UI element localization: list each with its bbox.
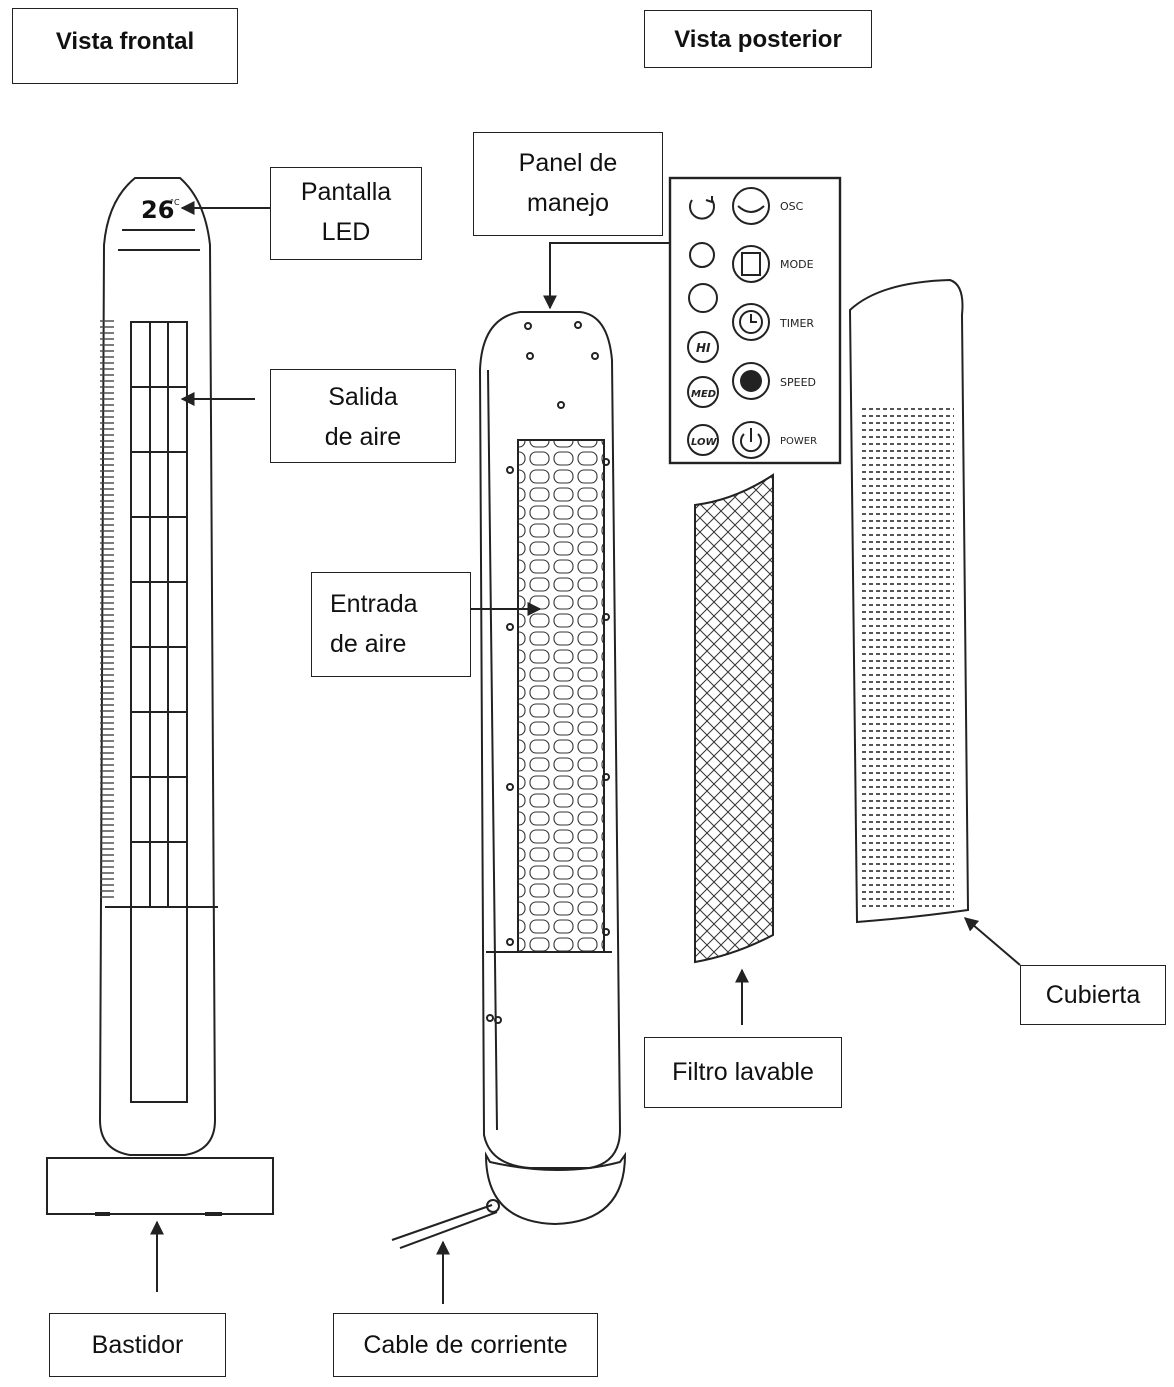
led-display-reading: 26 (141, 196, 174, 224)
med-icon (687, 376, 719, 408)
control-panel-label: Panel de manejo (473, 132, 663, 236)
timer-label: TIMER (779, 317, 814, 330)
cover-panel (848, 278, 970, 924)
fan-speed-icon (740, 370, 762, 392)
med-label: MED (691, 389, 716, 400)
air-outlet-label-line-2: de aire (324, 423, 402, 451)
low-label: LOW (691, 437, 718, 448)
power-label: POWER (780, 436, 817, 447)
mode-icon (741, 252, 761, 276)
control-panel-box: OSC MODE TIMER SPEED POWER HI MED LOW (668, 176, 842, 465)
osc-arrow-icon (737, 205, 765, 213)
front-tower (46, 177, 274, 1216)
led-display-label-line-2: LED (321, 218, 371, 246)
air-outlet-label-line-1: Salida (328, 383, 398, 411)
leader-arrows (150, 201, 1021, 1304)
washable-filter-mesh (694, 473, 774, 964)
sleep-icon (689, 242, 715, 268)
osc-label: OSC (780, 200, 804, 213)
air-outlet-label: Salida de aire (270, 369, 456, 463)
low-icon (687, 424, 719, 456)
led-display-unit: °C (170, 198, 180, 207)
oscillation-icon (689, 199, 715, 220)
hi-label: HI (696, 341, 711, 355)
speed-label: SPEED (780, 376, 816, 389)
washable-filter-label: Filtro lavable (644, 1037, 842, 1108)
timer-icon (739, 310, 763, 334)
control-panel-label-line-2: manejo (527, 189, 609, 217)
front-view-title: Vista frontal (12, 8, 238, 84)
power-icon (740, 433, 762, 453)
led-display-label-line-1: Pantalla (300, 178, 392, 206)
air-inlet-label-line-2: de aire (330, 630, 407, 658)
air-inlet-label-line-1: Entrada (330, 590, 418, 618)
rear-view-title: Vista posterior (644, 10, 872, 68)
cover-label: Cubierta (1020, 965, 1166, 1025)
hi-icon (687, 331, 719, 363)
air-inlet-label: Entrada de aire (311, 572, 471, 677)
rear-tower (391, 311, 627, 1249)
mode-label: MODE (780, 258, 814, 271)
natural-breeze-icon (688, 283, 718, 313)
control-panel-label-line-1: Panel de (518, 149, 618, 177)
led-display-label: Pantalla LED (270, 167, 422, 260)
power-cable-label: Cable de corriente (333, 1313, 598, 1377)
base-label: Bastidor (49, 1313, 226, 1377)
